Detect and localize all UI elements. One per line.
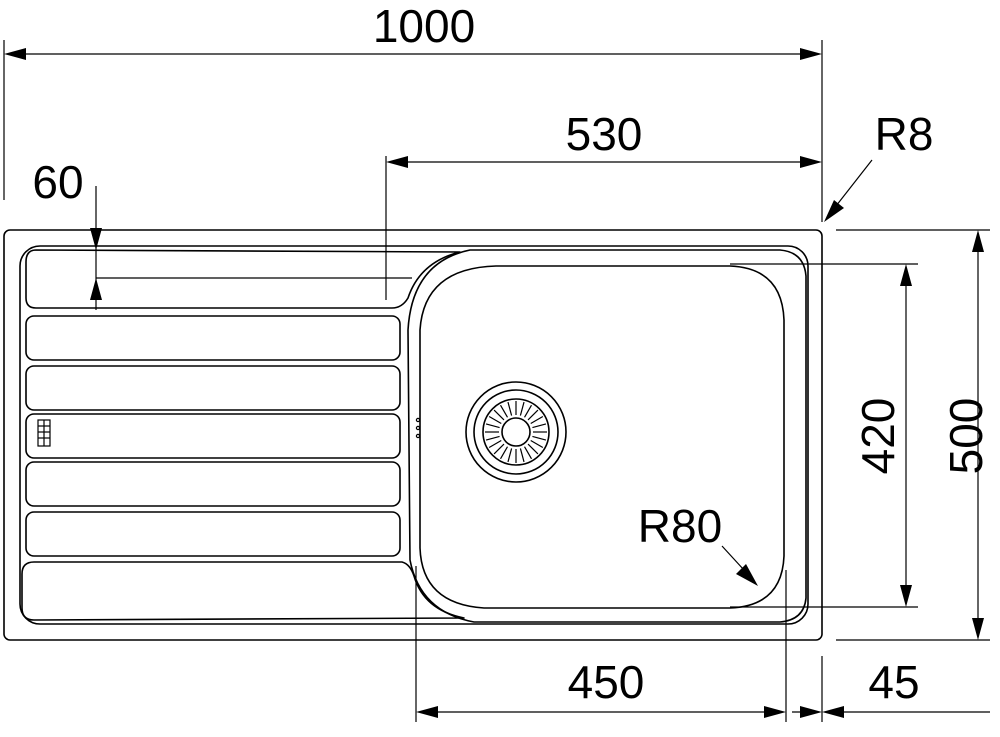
dimension-bowl-depth: 420 <box>730 263 918 608</box>
drain-strainer-icon <box>465 381 567 483</box>
dimension-drainboard-inset: 60 <box>32 156 412 310</box>
dimension-label-R80: R80 <box>638 500 722 552</box>
bowl-overflow-hole <box>415 425 421 431</box>
strainer-spoke <box>488 415 502 425</box>
dimension-bowl-offset: 530 <box>385 108 822 300</box>
dimension-bowl-width: 450 <box>415 566 787 722</box>
strainer-spoke <box>527 443 539 455</box>
strainer-spokes <box>485 401 547 463</box>
bowl-overflow-hole <box>415 433 421 439</box>
sink-bowl <box>407 249 807 623</box>
dimension-label-45: 45 <box>868 656 919 708</box>
dimension-overall-width: 1000 <box>3 0 823 222</box>
drainboard-top-plate <box>25 249 461 309</box>
overflow-slot-icon <box>37 419 51 447</box>
drainboard-rib-4 <box>25 461 401 507</box>
drainboard-rib-5 <box>25 511 401 557</box>
bowl-outer-edge <box>407 249 807 623</box>
strainer-spoke <box>532 423 547 429</box>
sink-inner-rim <box>19 245 809 625</box>
strainer-spoke <box>493 443 505 455</box>
strainer-spoke <box>493 409 505 421</box>
drainboard-rib-1 <box>25 315 401 361</box>
drainboard <box>21 249 465 621</box>
strainer-spoke <box>499 404 509 418</box>
drainboard-bottom-plate <box>21 561 465 621</box>
strainer-spoke <box>485 423 500 429</box>
strainer-spoke <box>530 439 544 449</box>
strainer-spoke <box>507 401 513 416</box>
dimension-label-1000: 1000 <box>373 0 475 52</box>
strainer-spoke <box>530 415 544 425</box>
strainer-spoke <box>519 448 525 463</box>
dimension-label-450: 450 <box>568 656 645 708</box>
dimension-label-530: 530 <box>566 108 643 160</box>
dimension-corner-radius: R8 <box>824 108 933 222</box>
dimension-edge-to-bowl: 45 <box>792 656 990 722</box>
dimension-label-500: 500 <box>940 398 992 475</box>
strainer-spoke <box>488 439 502 449</box>
drainboard-rib-2 <box>25 365 401 411</box>
strainer-spoke <box>485 435 500 441</box>
drainboard-rib-3 <box>25 413 401 459</box>
dimension-label-R8: R8 <box>875 108 934 160</box>
strainer-spoke <box>499 446 509 460</box>
dimension-label-60: 60 <box>32 156 83 208</box>
dimension-overall-depth: 500 <box>836 229 992 641</box>
strainer-spoke <box>519 401 525 416</box>
dimension-label-420: 420 <box>852 398 904 475</box>
sink-body <box>3 229 823 641</box>
strainer-spoke <box>523 446 533 460</box>
strainer-spoke <box>507 448 513 463</box>
dimension-bowl-radius: R80 <box>638 500 758 586</box>
strainer-spoke <box>532 435 547 441</box>
bowl-inner-edge <box>419 265 785 609</box>
strainer-spoke <box>523 404 533 418</box>
sink-outer-edge <box>3 229 823 641</box>
bowl-overflow-hole <box>415 417 421 423</box>
strainer-spoke <box>527 409 539 421</box>
